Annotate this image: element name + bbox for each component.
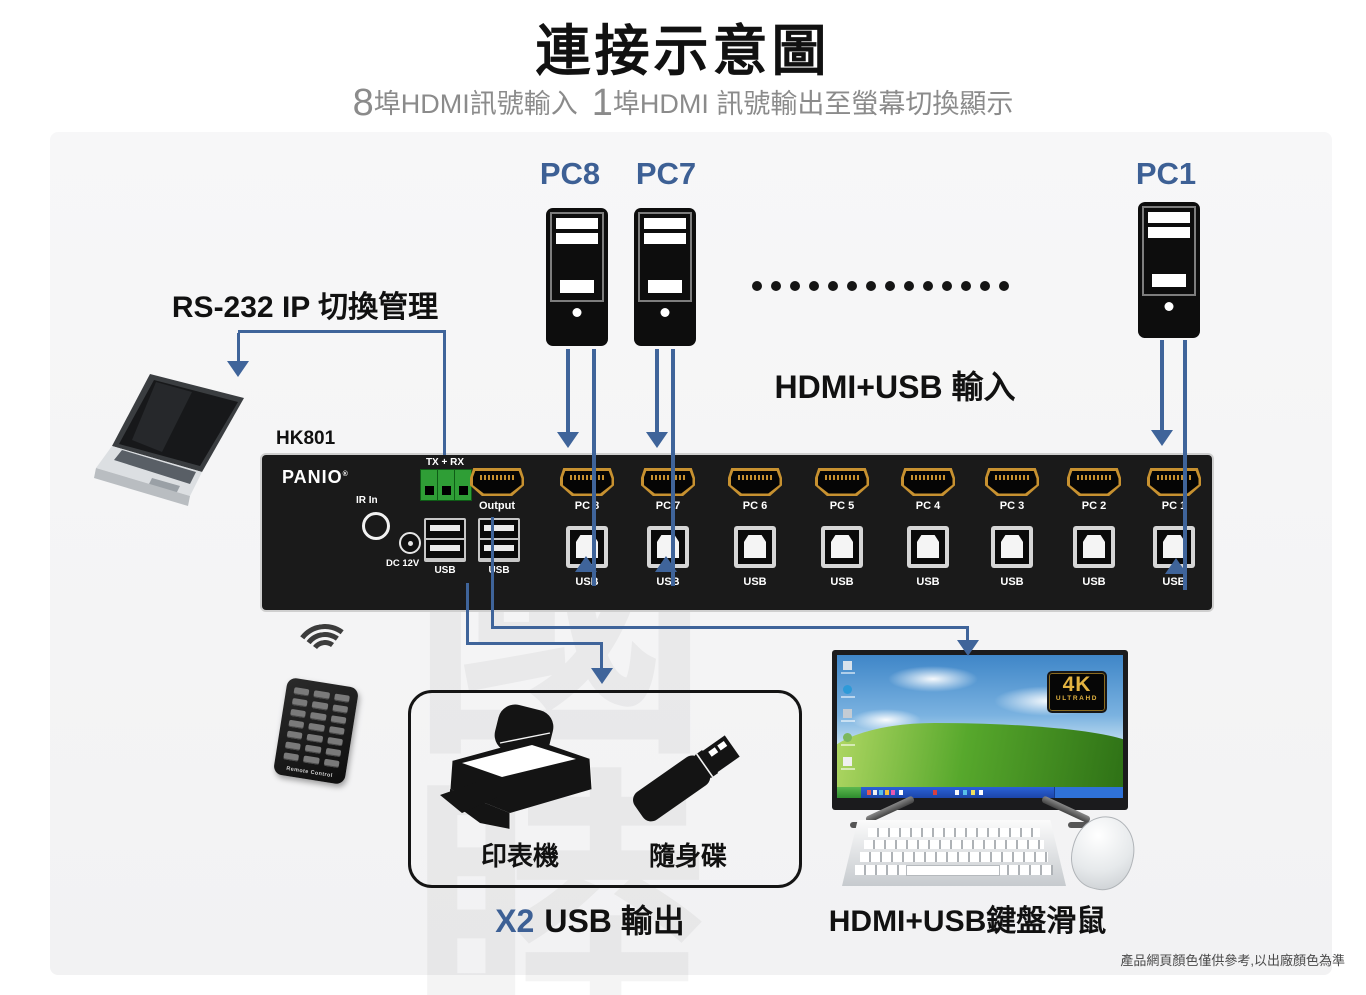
output-label: Output xyxy=(478,500,516,512)
rs232-line-stub xyxy=(237,333,240,363)
pc1-hdmi-arrow xyxy=(1151,430,1173,446)
taskbar xyxy=(837,787,1123,798)
pc8-label: PC8 xyxy=(539,156,601,191)
brand-logo: PANIO® xyxy=(282,467,349,487)
pc7-label: PC7 xyxy=(635,156,697,191)
wallpaper-hill xyxy=(837,723,1123,787)
hdmi-usb-input-callout: HDMI+USB 輸入 xyxy=(774,369,1016,405)
rs232-callout: RS-232 IP 切換管理 xyxy=(171,291,439,324)
hdmi-port-pc2 xyxy=(1067,468,1121,496)
remote-control-icon: Remote Control xyxy=(272,676,360,786)
pc8-tower-icon xyxy=(546,208,608,346)
pc1-label: PC1 xyxy=(1135,156,1197,191)
4k-badge: 4K ULTRAHD xyxy=(1047,671,1107,713)
rs232-terminal-block xyxy=(420,469,472,501)
spacebar xyxy=(906,865,1000,876)
pc7-hdmi-cable xyxy=(655,349,659,433)
output-line-h xyxy=(491,626,969,629)
local-usb-label-1: USB xyxy=(434,565,456,576)
rs232-line-v xyxy=(443,330,446,455)
usbout-line-h xyxy=(466,642,603,645)
output-arrow xyxy=(957,640,979,656)
hdmi-port-pc7 xyxy=(641,468,695,496)
usbb-port-pc6 xyxy=(734,526,776,568)
pc8-usb-cable xyxy=(592,349,596,586)
dc-label: DC 12V xyxy=(386,558,420,569)
printer-icon xyxy=(440,704,593,829)
hdmi-port-pc5 xyxy=(815,468,869,496)
pc7-tower-icon xyxy=(634,208,696,346)
txrx-label: TX + RX xyxy=(425,457,465,468)
monitor-icon: 4K ULTRAHD xyxy=(832,650,1128,810)
usbout-arrow xyxy=(591,668,613,684)
pc7-usb-arrow xyxy=(655,556,677,572)
monitor-screen: 4K ULTRAHD xyxy=(837,655,1123,798)
usb-peripherals-box xyxy=(408,690,802,888)
hdmi-port-pc6 xyxy=(728,468,782,496)
page-subtitle: 8埠HDMI訊號輸入 1埠HDMI 訊號輸出至螢幕切換顯示 xyxy=(0,82,1366,122)
pc8-hdmi-arrow xyxy=(557,432,579,448)
subtitle-part1: 埠HDMI訊號輸入 xyxy=(373,89,578,119)
output-line-v2 xyxy=(966,626,969,642)
pc8-hdmi-cable xyxy=(566,349,570,433)
hdmi-port-pc4 xyxy=(901,468,955,496)
pc1-tower-icon xyxy=(1138,202,1200,338)
ir-receiver xyxy=(362,512,390,540)
subtitle-part2: 埠HDMI 訊號輸出至螢幕切換顯示 xyxy=(612,89,1014,119)
hdmi-port-pc3 xyxy=(985,468,1039,496)
laptop-icon xyxy=(94,374,244,506)
subtitle-count-1: 1 xyxy=(591,82,613,124)
pc7-hdmi-arrow xyxy=(646,432,668,448)
usb-output-x2: X2 xyxy=(495,903,535,939)
flash-drive-label: 隨身碟 xyxy=(648,841,727,871)
model-label: HK801 xyxy=(276,428,336,449)
local-usb-port-2 xyxy=(478,518,520,562)
rs232-arrow xyxy=(227,361,249,377)
usbb-port-pc2 xyxy=(1073,526,1115,568)
local-usb-label-2: USB xyxy=(488,565,510,576)
subtitle-count-8: 8 xyxy=(352,82,374,124)
footnote: 產品網頁顏色僅供參考,以出廠顏色為準 xyxy=(1120,953,1345,968)
usbb-port-pc5 xyxy=(821,526,863,568)
keyboard-icon xyxy=(842,820,1066,886)
page-title: 連接示意圖 xyxy=(535,20,831,82)
hdmi-port-pc8 xyxy=(560,468,614,496)
pc1-usb-cable xyxy=(1183,340,1187,590)
flash-drive-icon xyxy=(633,735,740,822)
usbout-line-v2 xyxy=(600,642,603,670)
pc8-usb-arrow xyxy=(575,556,597,572)
printer-label: 印表機 xyxy=(480,841,559,871)
hdmi-output-port xyxy=(470,468,524,496)
rs232-line-h xyxy=(238,330,446,333)
usbb-port-pc3 xyxy=(991,526,1033,568)
ir-in-label: IR In xyxy=(356,495,378,506)
hdmi-port-pc1 xyxy=(1147,468,1201,496)
ellipsis-dots xyxy=(752,281,1009,291)
usbout-line-v1 xyxy=(466,583,469,645)
kb-mouse-callout: HDMI+USB鍵盤滑鼠 xyxy=(828,905,1107,938)
output-line-v1 xyxy=(491,517,494,629)
usb-output-text: USB 輸出 xyxy=(544,903,685,939)
pc7-usb-cable xyxy=(671,349,675,586)
pc1-usb-arrow xyxy=(1165,558,1187,574)
kvm-switch-panel: PANIO® TX + RX IR In DC 12V USB USB Outp… xyxy=(262,455,1212,610)
pc1-hdmi-cable xyxy=(1160,340,1164,430)
dc-power-jack xyxy=(399,532,421,554)
usbb-port-pc4 xyxy=(907,526,949,568)
local-usb-port-1 xyxy=(424,518,466,562)
